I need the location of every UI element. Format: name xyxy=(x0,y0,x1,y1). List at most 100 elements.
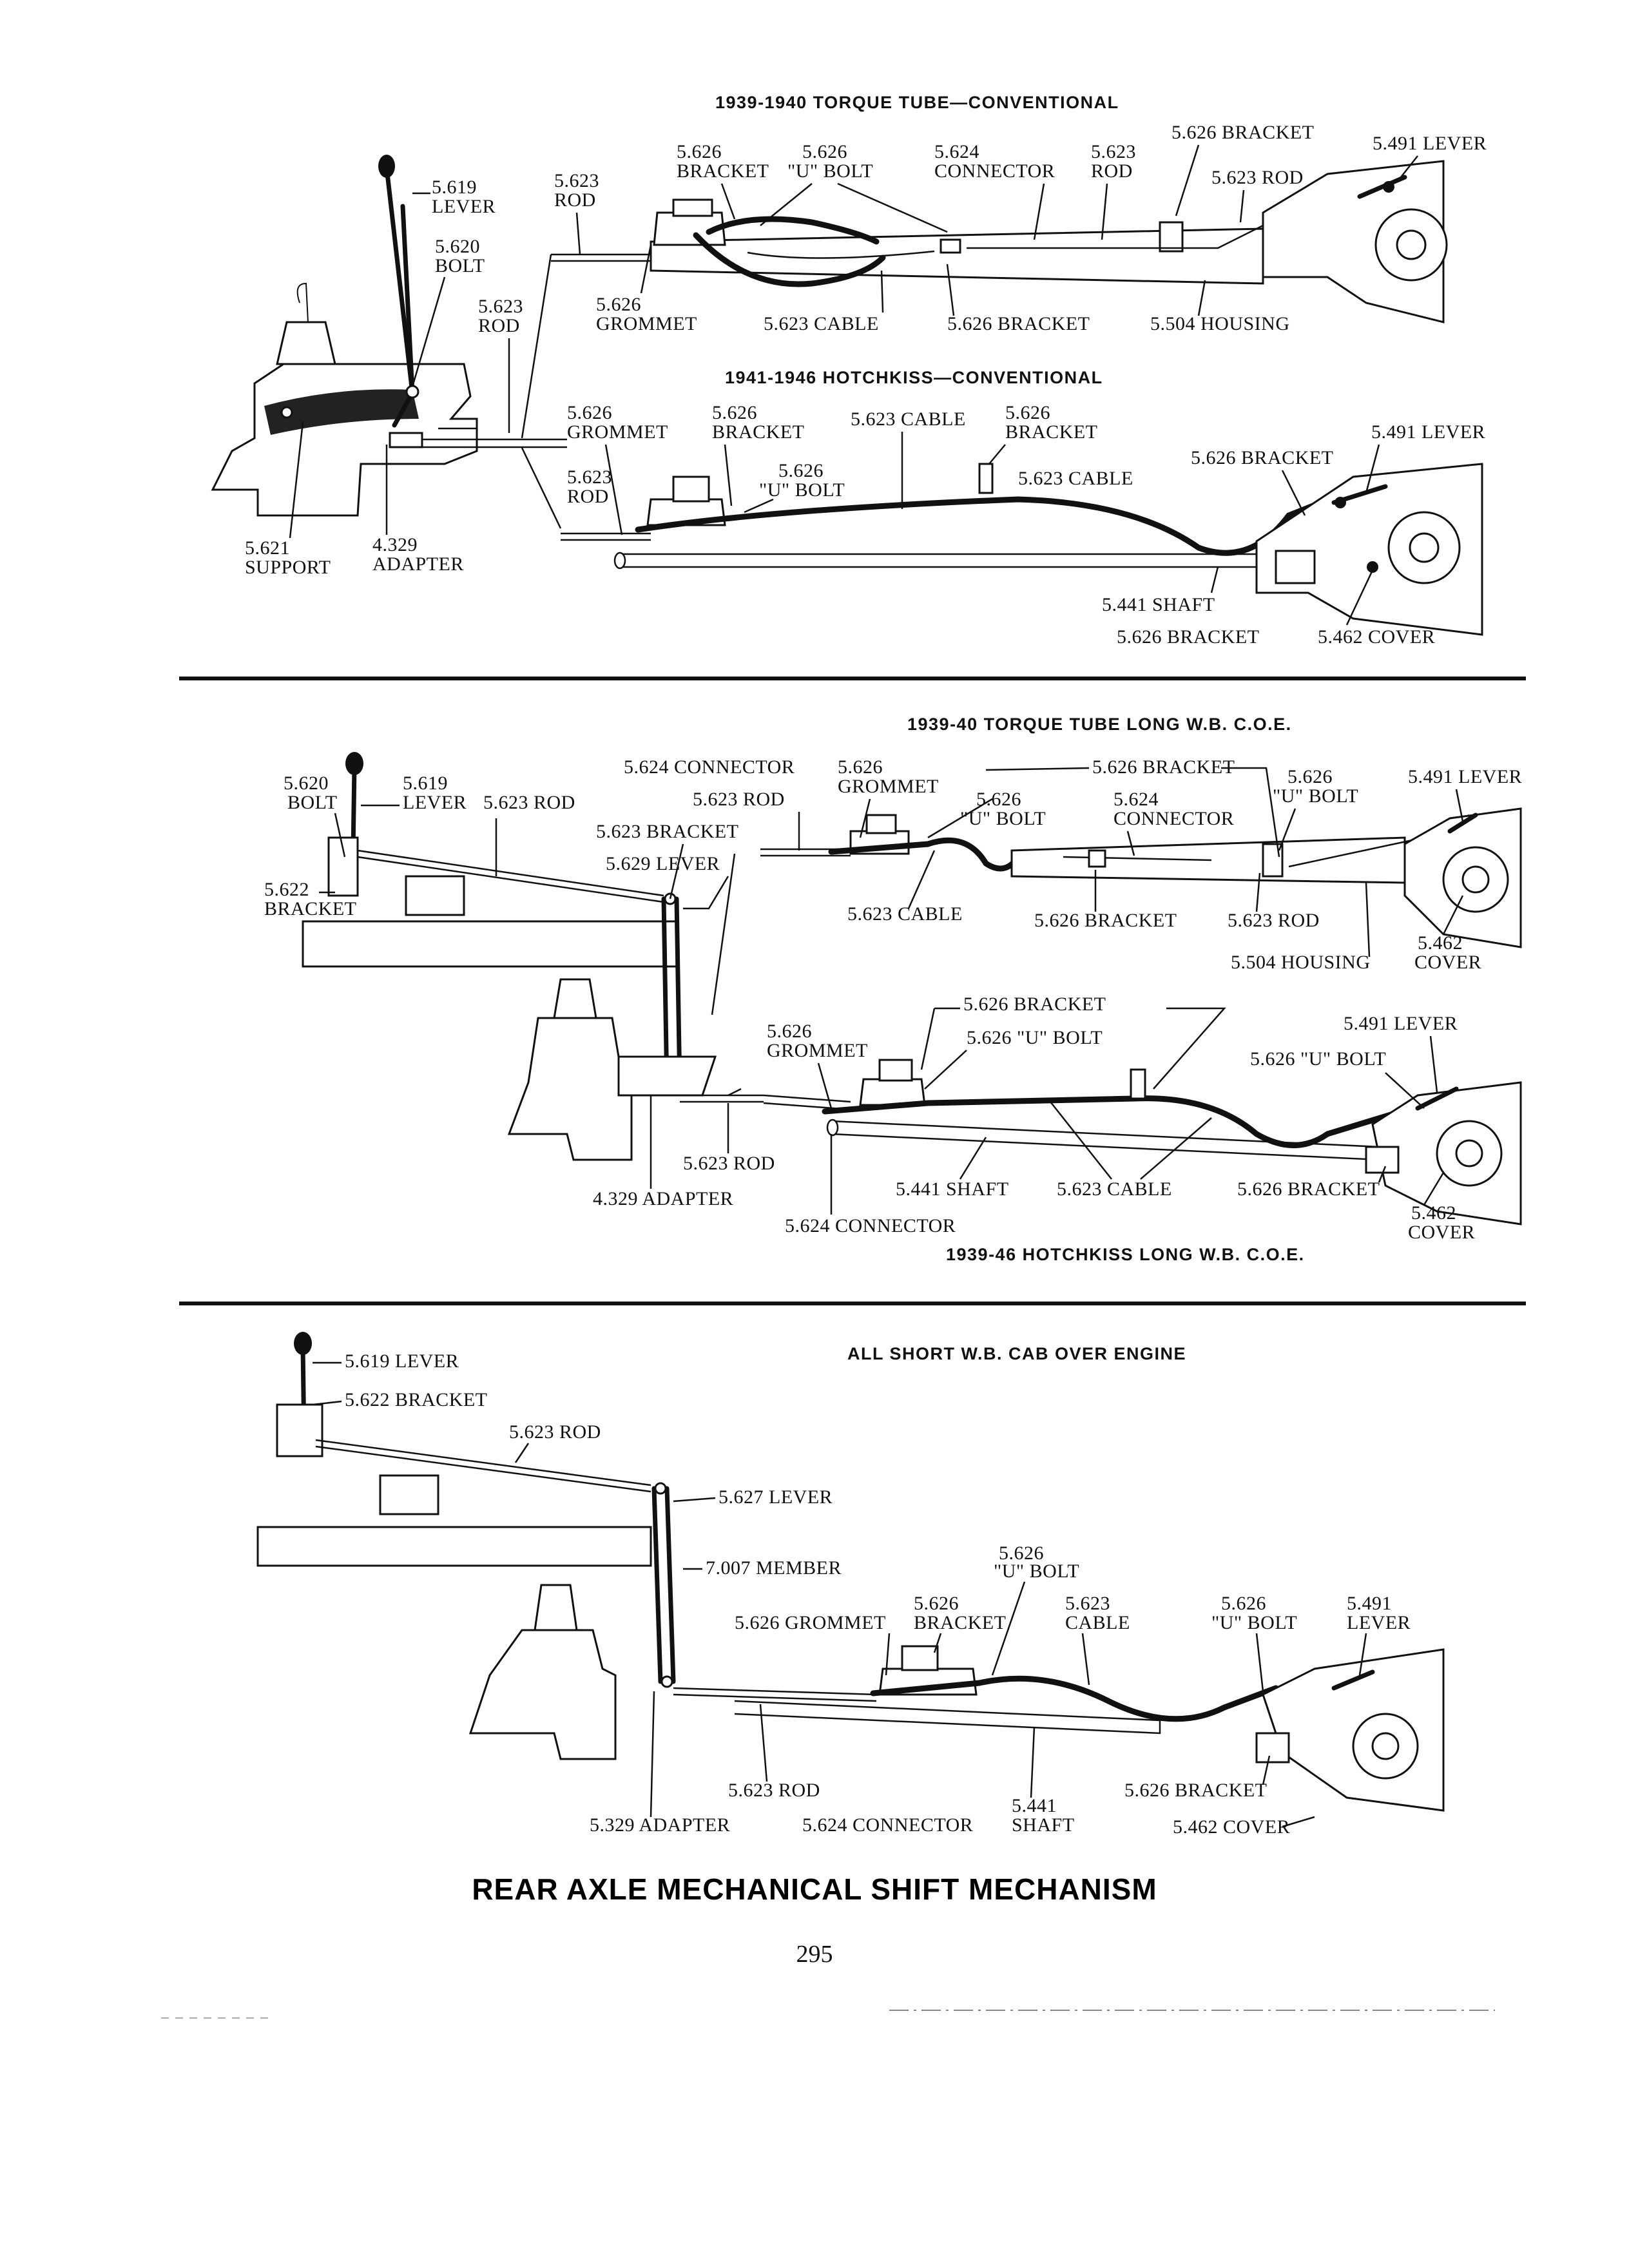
label-5626-bracket-b: 5.626 BRACKET xyxy=(947,313,1090,334)
label-5441: 5.441 xyxy=(1012,1795,1057,1816)
label-5462: 5.462 xyxy=(1418,932,1463,954)
label-5491-lever: 5.491 LEVER xyxy=(1371,421,1485,443)
label-ubolt: "U" BOLT xyxy=(994,1561,1079,1582)
label-5621: 5.621 xyxy=(245,537,290,559)
label-ubolt: "U" BOLT xyxy=(787,160,873,182)
section-title: 1939-40 TORQUE TUBE LONG W.B. C.O.E. xyxy=(907,715,1292,734)
label-lever: LEVER xyxy=(403,792,467,813)
section-title: 1939-1940 TORQUE TUBE—CONVENTIONAL xyxy=(715,93,1119,112)
label-4329-adapter: 4.329 ADAPTER xyxy=(593,1188,733,1209)
label-rod: ROD xyxy=(478,315,520,336)
label-rod-3: ROD xyxy=(1091,160,1133,182)
label-5624: 5.624 xyxy=(934,141,979,162)
label-5626-bracket: 5.626 BRACKET xyxy=(1124,1780,1268,1801)
label-ubolt: "U" BOLT xyxy=(960,808,1046,829)
section-title: 1941-1946 HOTCHKISS—CONVENTIONAL xyxy=(725,368,1103,387)
label-5441-shaft: 5.441 SHAFT xyxy=(896,1178,1009,1200)
label-ubolt-2: "U" BOLT xyxy=(1211,1612,1297,1633)
label-5623-rod-b: 5.623 ROD xyxy=(693,789,785,810)
label-adapter: ADAPTER xyxy=(372,553,464,575)
label-connector: CONNECTOR xyxy=(1113,808,1234,829)
label-5329-adapter: 5.329 ADAPTER xyxy=(590,1814,730,1836)
label-5626: 5.626 xyxy=(567,402,612,423)
label-ubolt-2: "U" BOLT xyxy=(1273,785,1358,807)
cab-lever-frame xyxy=(302,752,764,1161)
label-5623-c: 5.623 xyxy=(1091,141,1136,162)
label-shaft: SHAFT xyxy=(1012,1814,1075,1836)
label-5626-c: 5.626 xyxy=(1005,402,1050,423)
label-5619: 5.619 xyxy=(432,177,477,198)
label-bolt: BOLT xyxy=(287,792,338,813)
label-5441-shaft: 5.441 SHAFT xyxy=(1102,594,1215,615)
label-5622-bracket: 5.622 BRACKET xyxy=(345,1389,488,1410)
label-5504-housing: 5.504 HOUSING xyxy=(1231,952,1371,973)
label-5626: 5.626 xyxy=(767,1021,812,1042)
torque-tube-long-axle xyxy=(760,807,1522,948)
label-5491-lever: 5.491 LEVER xyxy=(1373,133,1487,154)
label-7007-member: 7.007 MEMBER xyxy=(706,1557,842,1579)
label-5624-connector: 5.624 CONNECTOR xyxy=(785,1215,956,1236)
label-5623-rod: 5.623 ROD xyxy=(483,792,575,813)
label-5623-rod: 5.623 ROD xyxy=(1211,167,1304,188)
label-5619: 5.619 xyxy=(403,773,448,794)
label-5623: 5.623 xyxy=(1065,1593,1110,1614)
section-hotchkiss-conventional: 1941-1946 HOTCHKISS—CONVENTIONAL 5.626 G… xyxy=(561,368,1485,648)
label-5462-cover: 5.462 COVER xyxy=(1318,626,1435,648)
section-short-wb-coe: ALL SHORT W.B. CAB OVER ENGINE xyxy=(256,1332,1445,1838)
label-5626-b: 5.626 xyxy=(914,1593,959,1614)
section-title: 1939-46 HOTCHKISS LONG W.B. C.O.E. xyxy=(946,1245,1305,1264)
label-5623-bracket: 5.623 BRACKET xyxy=(596,821,739,842)
label-grommet: GROMMET xyxy=(567,421,668,443)
label-support: SUPPORT xyxy=(245,557,331,578)
label-5626-c: 5.626 xyxy=(1287,766,1333,787)
label-5462: 5.462 xyxy=(1411,1202,1456,1224)
label-grommet: GROMMET xyxy=(596,313,697,334)
label-5622: 5.622 xyxy=(264,879,309,900)
label-5623: 5.623 xyxy=(478,296,523,317)
label-lever: LEVER xyxy=(1347,1612,1411,1633)
section-torque-tube-conventional: 1939-1940 TORQUE TUBE—CONVENTIONAL 5.619… xyxy=(211,93,1487,578)
label-5623-rod-num: 5.623 xyxy=(554,170,599,191)
label-bracket: BRACKET xyxy=(677,160,769,182)
hotchkiss-long-axle xyxy=(763,1059,1522,1225)
section-torque-tube-long-wb: 1939-40 TORQUE TUBE LONG W.B. C.O.E. 5.6… xyxy=(264,715,1522,1161)
label-5623-rod-c: 5.623 ROD xyxy=(1228,910,1320,931)
label-5626-ubolt: 5.626 "U" BOLT xyxy=(967,1027,1103,1048)
label-5623-cable-b: 5.623 CABLE xyxy=(1018,468,1133,489)
label-grommet: GROMMET xyxy=(838,776,939,797)
label-cover: COVER xyxy=(1414,952,1481,973)
label-5504-housing: 5.504 HOUSING xyxy=(1150,313,1290,334)
label-bracket-2: BRACKET xyxy=(1005,421,1098,443)
label-5623-rod: 5.623 ROD xyxy=(509,1421,601,1443)
label-5626-ubolt-b: 5.626 "U" BOLT xyxy=(1250,1048,1386,1070)
label-bracket: BRACKET xyxy=(712,421,805,443)
label-bracket: BRACKET xyxy=(914,1612,1007,1633)
label-5491: 5.491 xyxy=(1347,1593,1392,1614)
label-5626-d: 5.626 xyxy=(778,460,824,481)
label-5626: 5.626 xyxy=(677,141,722,162)
label-5462-cover: 5.462 COVER xyxy=(1173,1816,1290,1838)
label-grommet: GROMMET xyxy=(767,1040,868,1061)
label-5626: 5.626 xyxy=(838,756,883,778)
page-title: REAR AXLE MECHANICAL SHIFT MECHANISM xyxy=(472,1872,1157,1906)
short-wb-assembly xyxy=(256,1332,1445,1812)
section-hotchkiss-long-wb: 5.626 BRACKET 5.626 GROMMET 5.626 "U" BO… xyxy=(593,994,1522,1264)
label-5623-rod-b: 5.623 ROD xyxy=(728,1780,820,1801)
transmission-assembly xyxy=(211,155,567,517)
hotchkiss-axle xyxy=(561,463,1483,636)
label-5623-rod: 5.623 ROD xyxy=(683,1153,775,1174)
label-5624-connector: 5.624 CONNECTOR xyxy=(802,1814,973,1836)
label-rod: ROD xyxy=(567,486,609,507)
label-cover: COVER xyxy=(1408,1222,1475,1243)
label-5491-lever: 5.491 LEVER xyxy=(1408,766,1522,787)
label-5620: 5.620 xyxy=(435,236,480,257)
label-5626-bracket-b: 5.626 BRACKET xyxy=(1117,626,1260,648)
label-5624: 5.624 xyxy=(1113,789,1159,810)
label-rod-2: ROD xyxy=(554,189,596,211)
label-5623-cable: 5.623 CABLE xyxy=(847,903,963,925)
page-number: 295 xyxy=(796,1941,833,1968)
label-5626-bracket-top: 5.626 BRACKET xyxy=(963,994,1106,1015)
label-connector: CONNECTOR xyxy=(934,160,1055,182)
label-bolt: BOLT xyxy=(435,255,485,276)
label-5623-cable: 5.623 CABLE xyxy=(1057,1178,1172,1200)
